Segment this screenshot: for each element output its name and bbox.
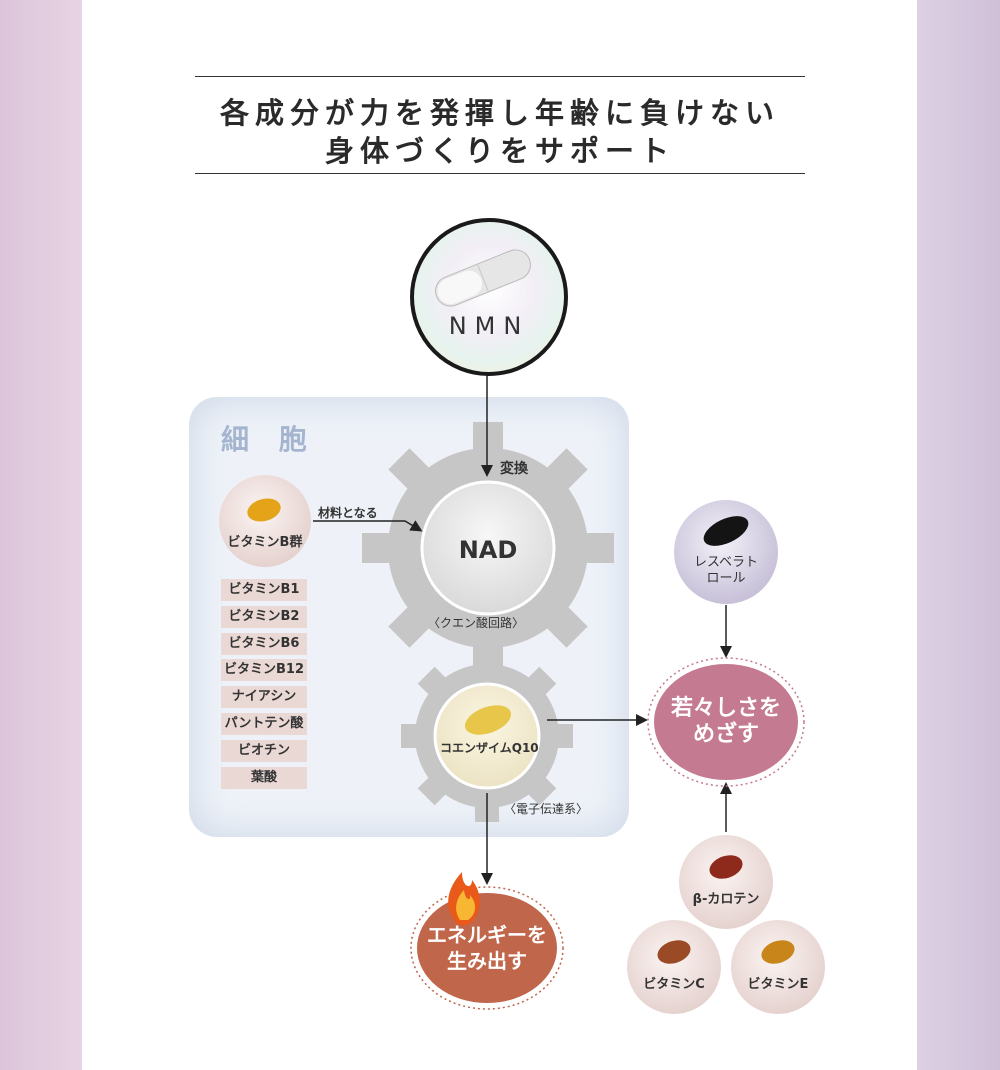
electron-chain-label: 〈電子伝達系〉	[504, 802, 589, 816]
vitamin-chip: ビタミンB1	[221, 579, 307, 601]
conversion-label: 変換	[500, 461, 528, 477]
resveratrol-pill-icon	[703, 516, 749, 546]
material-label: 材料となる	[318, 506, 378, 520]
vitamin-c-ball	[627, 920, 721, 1014]
youth-blob-outline	[647, 657, 805, 787]
vitamin-c-pill-icon	[657, 940, 691, 964]
title-rule-bottom	[195, 173, 805, 174]
citric-cycle-label: 〈クエン酸回路〉	[428, 616, 525, 630]
beta-carotene-pill-icon	[709, 855, 743, 879]
coq10-label: コエンザイムQ10	[440, 741, 539, 755]
title-line-1: 各成分が力を発揮し年齢に負けない	[219, 96, 780, 130]
energy-blob-outline	[410, 886, 564, 1010]
flame-icon	[448, 872, 480, 925]
nad-core	[420, 480, 556, 616]
resveratrol-ball	[674, 500, 778, 604]
vitamin-e-ball	[731, 920, 825, 1014]
title-rule-top	[195, 76, 805, 77]
title-line-2: 身体づくりをサポート	[324, 134, 675, 168]
youth-label: 若々しさをめざす	[671, 696, 782, 747]
beta-carotene-ball	[679, 835, 773, 929]
nmn-capsule-overlay	[435, 249, 531, 307]
vitamin-b-pill-icon	[247, 498, 281, 522]
vitamin-c-label: ビタミンC	[643, 977, 705, 992]
vitamin-e-pill-icon	[761, 940, 795, 964]
energy-blob	[417, 893, 557, 1003]
vitamin-chip: 葉酸	[221, 767, 307, 789]
vitamin-chip: ビタミンB2	[221, 606, 307, 628]
coq10-core	[433, 682, 541, 790]
beta-carotene-label: β-カロテン	[692, 892, 760, 907]
youth-blob	[654, 664, 798, 780]
cell-label: 細 胞	[221, 423, 317, 456]
nad-label: NAD	[458, 536, 518, 564]
vitamin-b-group-label: ビタミンB群	[227, 535, 303, 550]
arrow-vitaminb-to-nad	[313, 520, 423, 532]
vitamin-chip: パントテン酸	[221, 713, 307, 735]
vitamin-chip: ビタミンB12	[221, 659, 307, 681]
vitamin-e-label: ビタミンE	[747, 977, 809, 992]
resveratrol-label: レスベラトロール	[693, 555, 759, 586]
energy-label: エネルギーを生み出す	[427, 923, 547, 973]
nmn-label: NMN	[448, 312, 530, 340]
coq10-pill-icon	[465, 705, 511, 735]
vitamin-chip: ビタミンB6	[221, 633, 307, 655]
vitamin-chip: ナイアシン	[221, 686, 307, 708]
vitamin-chip: ビオチン	[221, 740, 307, 762]
